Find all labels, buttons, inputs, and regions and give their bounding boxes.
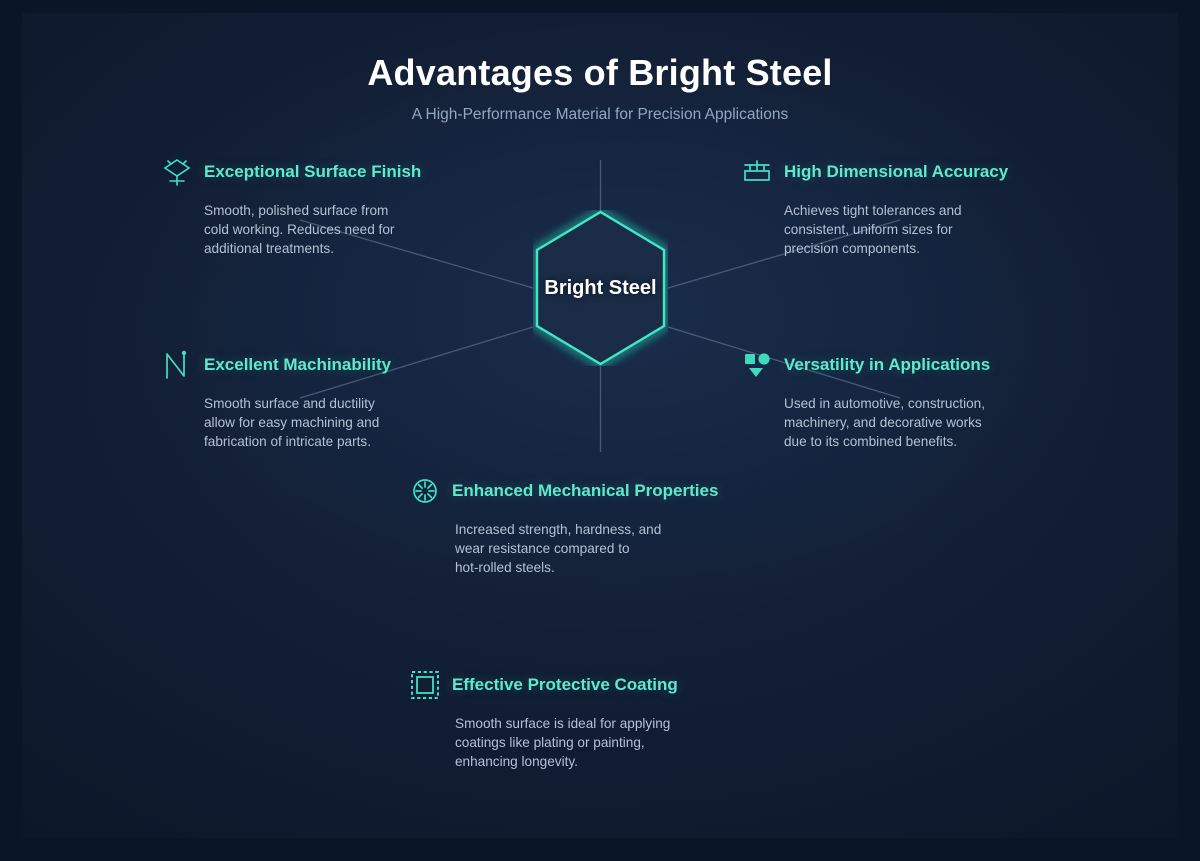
node-excellent-machinability[interactable]: Excellent Machinability Smooth surface a… <box>160 350 392 451</box>
center-node-label: Bright Steel <box>544 276 657 299</box>
node-description: Smooth, polished surface from cold worki… <box>204 203 395 256</box>
node-high-dimensional-accuracy[interactable]: High Dimensional Accuracy Achieves tight… <box>740 159 1008 258</box>
node-description: Used in automotive, construction, machin… <box>784 396 985 449</box>
node-title: Effective Protective Coating <box>452 675 678 694</box>
node-header: Enhanced Mechanical Properties <box>408 478 718 504</box>
node-title: Exceptional Surface Finish <box>204 162 422 181</box>
burst-spokes-icon <box>408 476 442 506</box>
page-subtitle: A High-Performance Material for Precisio… <box>411 106 789 123</box>
node-header: Excellent Machinability <box>160 350 392 380</box>
node-versatility-in-applications[interactable]: Versatility in Applications Used in auto… <box>740 352 990 451</box>
node-description: Smooth surface is ideal for applying coa… <box>455 716 671 769</box>
node-effective-protective-coating[interactable]: Effective Protective Coating Smooth surf… <box>408 670 678 771</box>
coating-layer-icon <box>408 670 442 700</box>
connector-upper-right <box>667 219 901 289</box>
node-title: Enhanced Mechanical Properties <box>452 481 719 500</box>
node-description: Increased strength, hardness, and wear r… <box>455 522 662 575</box>
tool-path-zigzag-icon <box>160 350 194 380</box>
node-description: Smooth surface and ductility allow for e… <box>204 396 380 449</box>
node-description: Achieves tight tolerances and consistent… <box>784 203 962 256</box>
node-header: Exceptional Surface Finish <box>160 157 422 187</box>
node-title: Excellent Machinability <box>204 355 392 374</box>
node-exceptional-surface-finish[interactable]: Exceptional Surface Finish Smooth, polis… <box>160 159 421 258</box>
connector-lower-left <box>299 326 534 399</box>
center-node-bright-steel[interactable]: Bright Steel <box>533 210 668 366</box>
connector-lower-right <box>667 326 901 399</box>
node-header: Effective Protective Coating <box>408 670 678 700</box>
surface-finish-icon <box>160 157 194 187</box>
hexagon-shape <box>535 210 666 366</box>
connector-upper-left <box>299 219 534 289</box>
node-title: High Dimensional Accuracy <box>784 162 1009 181</box>
node-header: High Dimensional Accuracy <box>740 159 1008 185</box>
node-enhanced-mechanical-properties[interactable]: Enhanced Mechanical Properties Increased… <box>408 478 718 577</box>
shapes-variety-icon <box>740 350 774 380</box>
ruler-measure-icon <box>740 157 774 187</box>
page-title: Advantages of Bright Steel <box>367 52 833 93</box>
node-title: Versatility in Applications <box>784 355 991 374</box>
node-header: Versatility in Applications <box>740 352 990 378</box>
